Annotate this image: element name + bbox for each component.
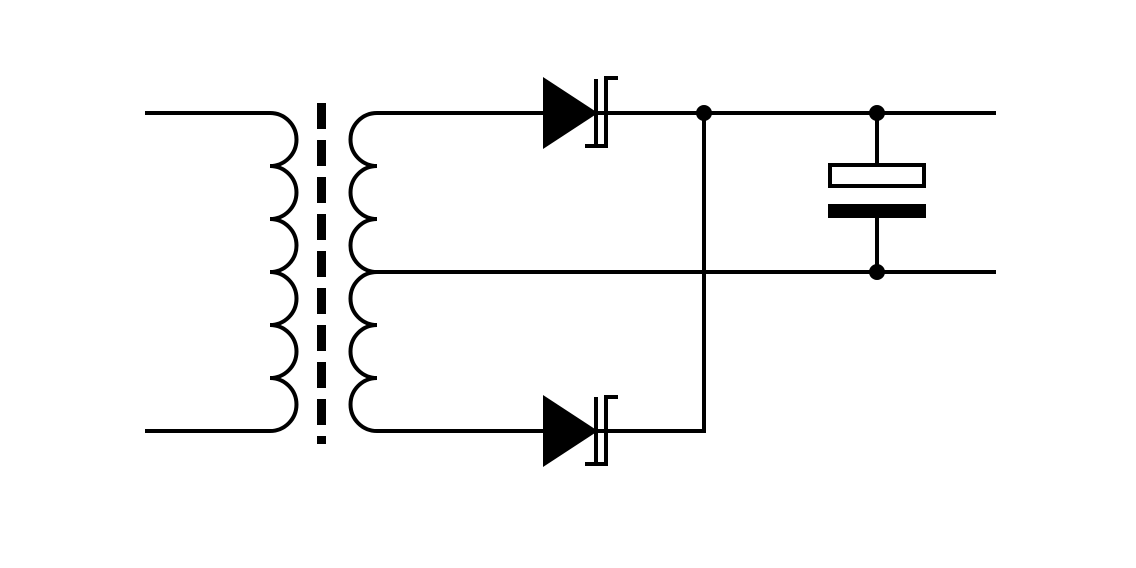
capacitor-positive-plate: [828, 163, 926, 188]
core-segment: [317, 214, 326, 240]
junction-dot-capacitor-top: [869, 105, 885, 121]
core-segment: [317, 436, 326, 444]
d2-return-wire: [596, 113, 706, 433]
core-segment: [317, 177, 326, 203]
core-segment: [317, 288, 326, 314]
core-segment: [317, 251, 326, 277]
core-segment: [317, 140, 326, 166]
core-segment: [317, 399, 326, 425]
core-segment: [317, 325, 326, 351]
d2-diode-triangle: [543, 395, 598, 467]
core-segment: [317, 362, 326, 388]
core-segment: [317, 103, 326, 129]
transformer-core: [317, 103, 326, 444]
d1-diode-triangle: [543, 77, 598, 149]
primary-winding: [269, 111, 299, 433]
capacitor-negative-plate: [828, 204, 926, 218]
junction-dot-diode-join: [696, 105, 712, 121]
d1-cathode-line: [594, 79, 598, 147]
d2-cathode-line: [594, 397, 598, 465]
junction-dot-capacitor-bottom: [869, 264, 885, 280]
